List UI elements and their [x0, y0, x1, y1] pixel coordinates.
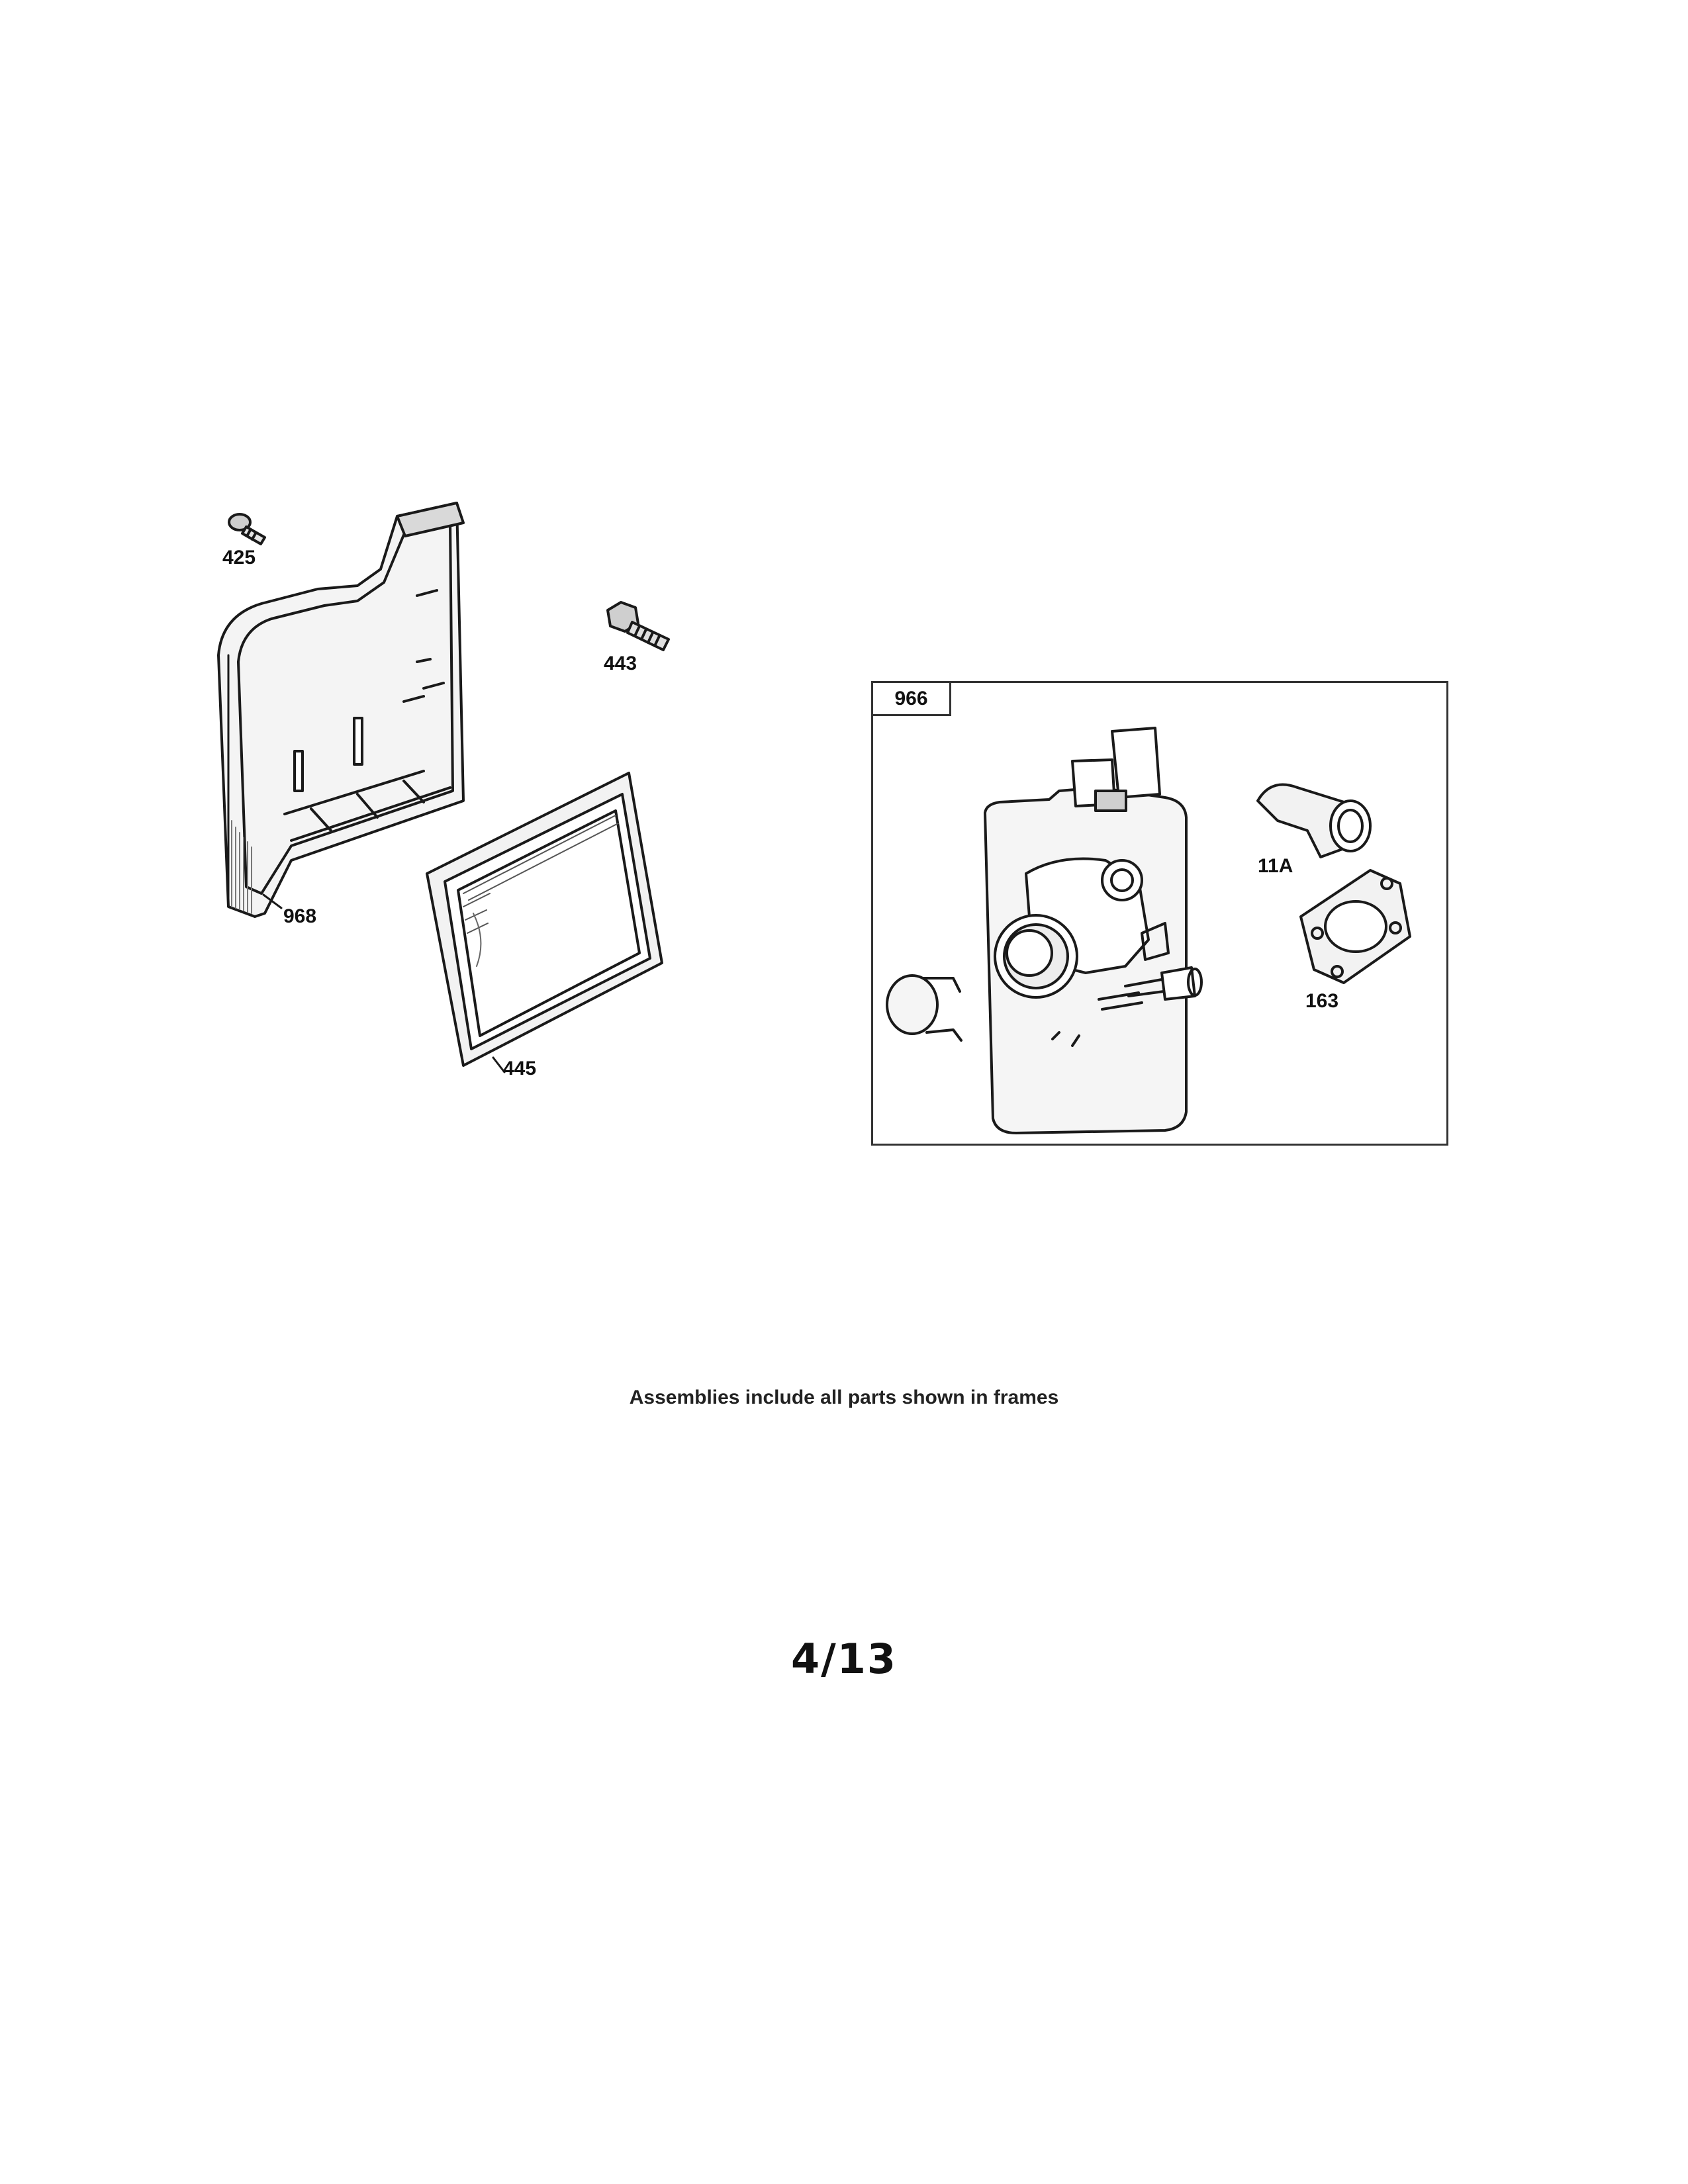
- air-cleaner-base-968-icon: [217, 502, 465, 918]
- screw-425-icon: [228, 513, 266, 545]
- screw-443-icon: [606, 601, 670, 651]
- assemblies-note: Assemblies include all parts shown in fr…: [629, 1387, 1059, 1408]
- page-number: 4/13: [790, 1635, 898, 1683]
- part-label-425: 425: [222, 547, 256, 569]
- elbow-tube-11a-icon: [1256, 783, 1372, 858]
- frame-label-966: 966: [873, 683, 951, 716]
- part-label-163: 163: [1305, 990, 1339, 1012]
- part-label-445: 445: [503, 1058, 537, 1079]
- fitting-icon: [1124, 966, 1203, 1001]
- cap-plug-icon: [886, 974, 962, 1042]
- carburetor-966-icon: [984, 727, 1188, 1134]
- air-filter-445-icon: [426, 772, 663, 1067]
- assembly-frame-966: 966: [871, 681, 1448, 1146]
- part-label-443: 443: [604, 653, 637, 674]
- part-label-968: 968: [283, 905, 317, 927]
- gasket-163-icon: [1299, 869, 1411, 984]
- part-label-11a: 11A: [1258, 855, 1293, 877]
